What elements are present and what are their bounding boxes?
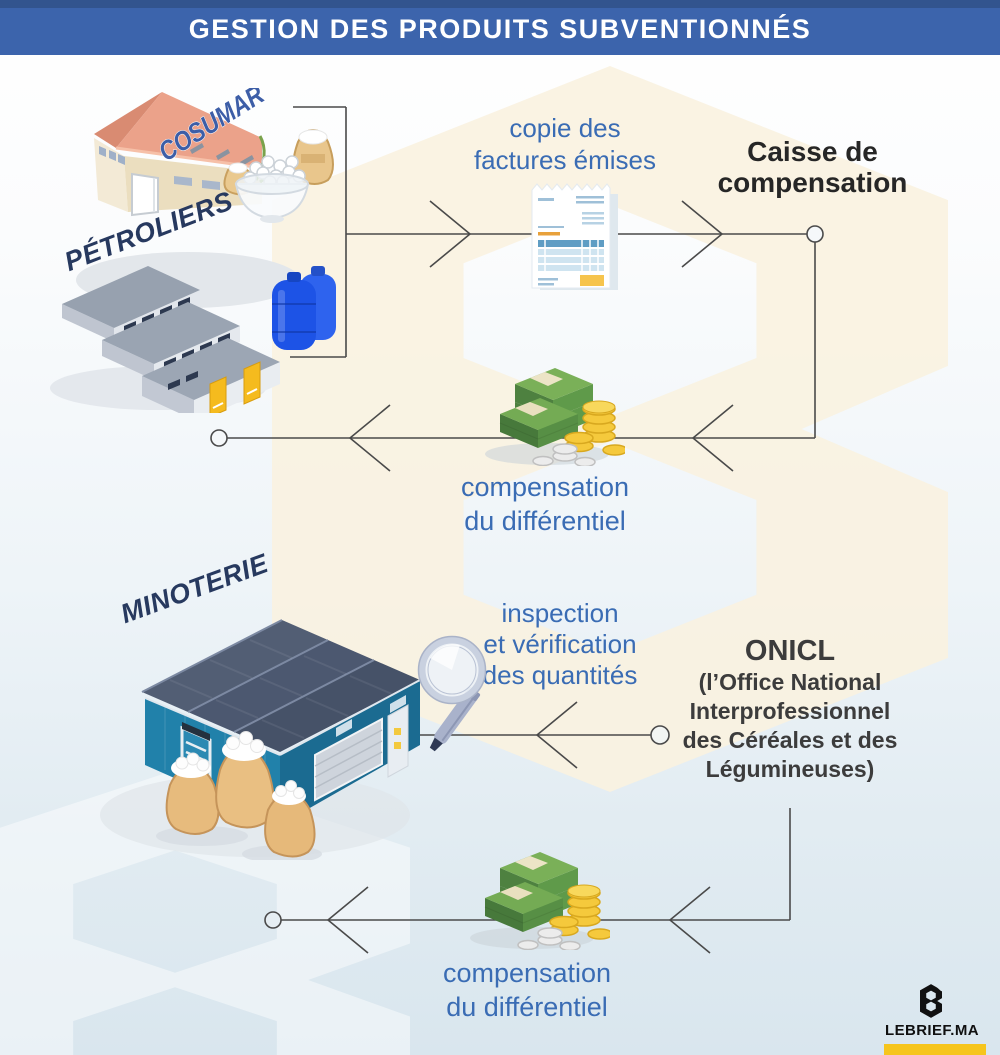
connector-node <box>806 225 824 243</box>
onicl-acronym: ONICL <box>744 635 836 667</box>
connector-node <box>210 429 228 447</box>
yellow-doors-icon <box>209 361 261 413</box>
sugar-bowl-icon <box>234 155 310 223</box>
invoice-label: copie des factures émises <box>473 113 657 175</box>
gas-bottles-icon <box>272 266 336 350</box>
connector-node <box>650 725 670 745</box>
header-bar <box>0 0 1000 55</box>
caisse-title: Caisse de compensation <box>717 136 908 198</box>
header-top-strip <box>0 0 1000 8</box>
page-title: GESTION DES PRODUITS SUBVENTIONNÉS <box>188 14 812 44</box>
cosumar-factory-icon: COSUMAR <box>76 88 334 308</box>
minoterie-factory-icon <box>100 619 421 860</box>
petroliers-factory-icon <box>50 266 336 413</box>
onicl-subtitle: (l’Office National Interprofessionnel de… <box>682 669 898 782</box>
lebrief-accent-bar <box>884 1044 986 1055</box>
inspection-label: inspection et vérification des quantités <box>482 598 638 690</box>
magnifier-icon <box>417 635 487 752</box>
inspection-arrow <box>397 701 670 769</box>
connector-node <box>264 911 282 929</box>
money-icon <box>485 368 625 466</box>
money-icon-bottom <box>469 851 610 950</box>
lebrief-logo-icon <box>920 984 942 1018</box>
onicl-title-block: ONICL (l’Office National Interprofession… <box>655 634 925 784</box>
flour-sacks-icon <box>156 731 322 860</box>
invoice-icon <box>531 183 618 290</box>
compensation-label-bottom: compensation du différentiel <box>442 958 612 1022</box>
compensation-label-top: compensation du différentiel <box>460 472 630 536</box>
lebrief-brand-text: LEBRIEF.MA <box>885 1022 979 1039</box>
producers-bracket <box>290 106 347 358</box>
